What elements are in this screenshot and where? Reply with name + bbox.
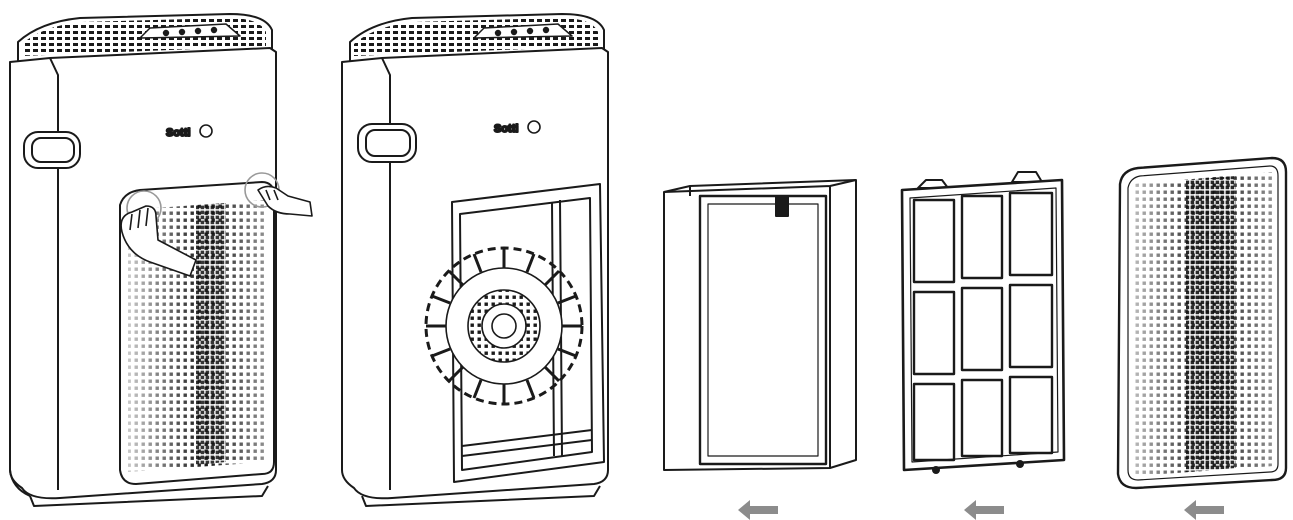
pre-filter-grid [900,171,1066,474]
fan-blade-icon [424,246,584,406]
arrow-left-icon [964,500,1004,520]
arrow-left-icon [1184,500,1224,520]
brand-logo: Sotti [494,123,518,135]
brand-logo: Sotti [166,127,190,139]
right-hand-icon [257,185,313,217]
purifier-cover-removed: Sotti [341,13,609,507]
filter-cartridge [663,179,857,471]
left-hand-icon [120,205,197,277]
back-cover-panel [1116,156,1288,490]
purifier-with-back-cover: Sotti [9,13,313,507]
pull-tab-icon [775,195,789,217]
arrow-left-icon [738,500,778,520]
